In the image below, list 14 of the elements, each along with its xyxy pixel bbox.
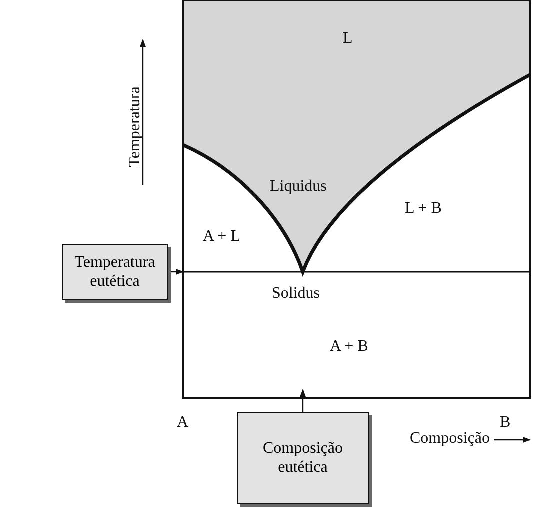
axis-label: A	[177, 414, 189, 432]
label-box: Temperatura eutética	[62, 244, 168, 300]
curve-label: Liquidus	[270, 178, 327, 196]
region-label: L + B	[405, 200, 442, 218]
curve-label: Solidus	[272, 285, 320, 303]
region-label: A + B	[330, 338, 368, 356]
region-label: A + L	[203, 228, 240, 246]
label-box: Composição eutética	[237, 412, 369, 504]
axis-label: Composição	[410, 430, 490, 448]
arrow	[300, 389, 306, 412]
axis-label: B	[500, 414, 511, 432]
axis-label: Temperatura	[126, 86, 144, 168]
region-label: L	[343, 30, 353, 48]
arrow	[168, 269, 184, 275]
